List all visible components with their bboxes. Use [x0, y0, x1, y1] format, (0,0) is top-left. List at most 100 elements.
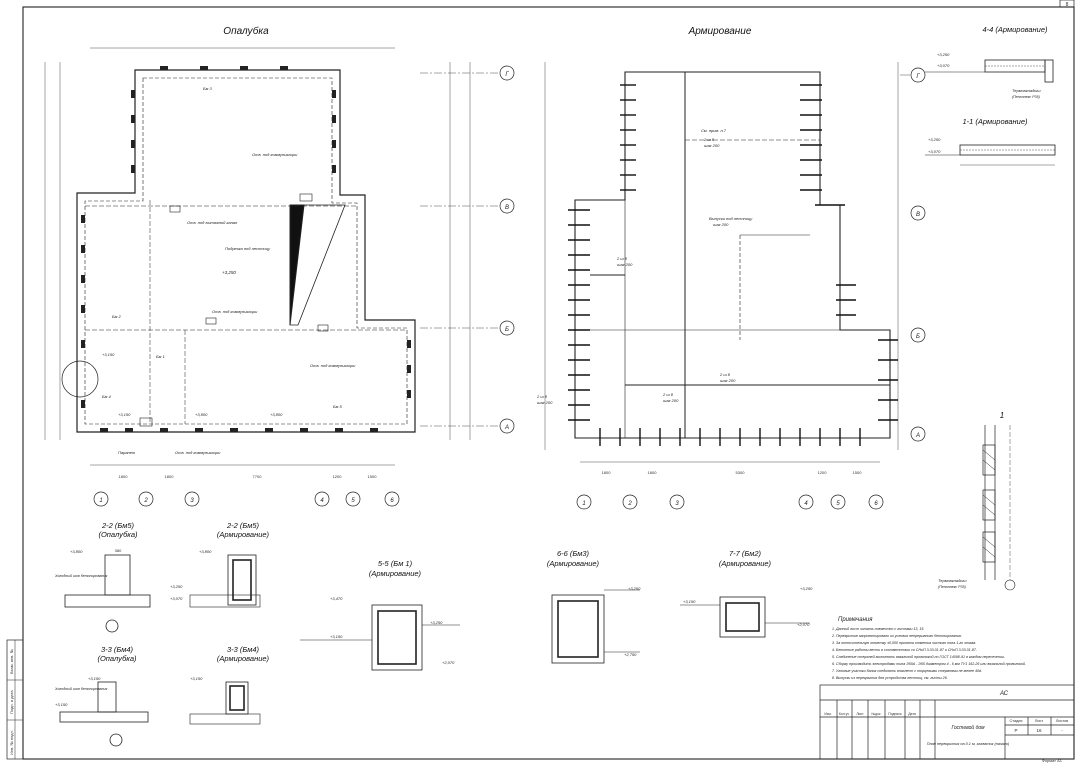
s33f-lvl-1: +3,150 [88, 676, 101, 681]
s77-title-1: 7-7 (Бм2) [729, 549, 762, 558]
note-2: 2. Перекрытие запроектировано из условия… [831, 634, 962, 638]
note-4: 4. Бетонные работы вести в соответствии … [832, 648, 977, 652]
node1-thermal: Термовкладыш [938, 578, 967, 583]
fw-axis-col-2: 2 [143, 498, 148, 504]
s22f-dim: 380 [115, 548, 122, 553]
rf-axis-col-5: 5 [836, 501, 840, 507]
label-hole-2: Отв. под коммуникации [212, 309, 258, 314]
s22r-title-2: (Армирование) [217, 530, 270, 539]
fw-axis-col-4: 4 [320, 498, 324, 504]
tb-col-1: Кол.уч [839, 712, 849, 716]
s33r-title-2: (Армирование) [217, 654, 270, 663]
s66-title-2: (Армирование) [547, 559, 600, 568]
label-hole-3: Отв. под коммуникации [310, 363, 356, 368]
tb-project: Гостевой дом [951, 724, 985, 731]
fw-dim-3: 7700 [253, 474, 263, 479]
s33f-title-2: (Опалубка) [97, 654, 137, 663]
formwork-beam-marks [81, 66, 411, 432]
tb-sheets: - [1061, 728, 1063, 733]
tb-sheet-name: План перекрытия на 0.1 м, захваток (нача… [927, 742, 1010, 746]
node-1-hatch [982, 449, 996, 558]
note-3: 3. За относительную отметку ±0,000 приня… [832, 641, 976, 645]
label-level-main: +3,250 [222, 270, 236, 275]
stamp-replace: Взам. инв. № [9, 649, 14, 674]
s66-lvl-1: +3,250 [628, 586, 641, 591]
fw-axis-col-6: 6 [390, 498, 394, 504]
note-6: 6. Сборку производить электродами типа Э… [832, 662, 1026, 666]
s44-lvl-2: +3,070 [937, 63, 950, 68]
rf-dim-4: 1200 [818, 470, 828, 475]
sheet-frame [22, 6, 1075, 760]
s44-thermal: Термовкладыш [1012, 88, 1041, 93]
formwork-row-axes [420, 65, 515, 434]
label-bm2: Бм 2 [112, 314, 121, 319]
s33f-title-1: 3-3 (Бм4) [101, 645, 134, 654]
rf-dim-3: 5300 [736, 470, 746, 475]
reinf-label-rebar-3: 2 ш 8 [662, 392, 674, 397]
s77-lvl-2: +3,150 [683, 599, 696, 604]
s55-lvl-4: +2,070 [442, 660, 455, 665]
tb-col-4: Подпись [888, 712, 902, 716]
label-bm1: Бм 1 [156, 354, 165, 359]
tb-sheet: 16 [1036, 728, 1042, 733]
reinf-label-rebar-2: 2 ш 8 [616, 256, 628, 261]
s11-lvl-2: +3,070 [928, 149, 941, 154]
s77-title-2: (Армирование) [719, 559, 772, 568]
section-22-formwork [64, 554, 151, 633]
tb-col-2: Лист [856, 712, 864, 716]
tb-col-5: Дата [908, 712, 916, 716]
fw-axis-row-3: Б [505, 327, 509, 333]
label-level-a: +3,150 [102, 352, 115, 357]
fw-dim-2: 1800 [165, 474, 175, 479]
rf-axis-col-6: 6 [874, 501, 878, 507]
s22f-title-2: (Опалубка) [98, 530, 138, 539]
fw-axis-col-1: 1 [99, 498, 102, 504]
left-stamp: Инв. № подл. Подп. и дата Взам. инв. № [6, 639, 24, 760]
reinf-label-mesh: См. прим. п.7 [701, 128, 727, 133]
label-parapet: Парапет [118, 450, 136, 455]
label-level-b2: +3,800 [270, 412, 283, 417]
reinf-label-rebar-4: 2 ш 8 [719, 372, 731, 377]
rf-axis-col-2: 2 [627, 501, 632, 507]
fw-dim-4: 1200 [333, 474, 343, 479]
note-8: 8. Выпуски из перекрытия для устройства … [832, 676, 948, 680]
reinf-row-axes [900, 67, 926, 442]
rf-dim-2: 1800 [648, 470, 658, 475]
note-1: 1. Данный лист читать совместно с листам… [832, 627, 924, 631]
stamp-sign: Подп. и дата [9, 690, 14, 714]
s11-lvl-1: +3,250 [928, 137, 941, 142]
label-bm5: Бм 5 [333, 404, 342, 409]
tb-format: Формат А1 [1042, 758, 1063, 763]
fw-axis-row-2: В [505, 205, 509, 211]
tb-sheets-header: Листов [1056, 719, 1068, 723]
label-level-b: +3,800 [195, 412, 208, 417]
section-11-title: 1-1 (Армирование) [962, 117, 1028, 126]
s66-title-1: 6-6 (Бм3) [557, 549, 590, 558]
s22f-title-1: 2-2 (Бм5) [101, 521, 135, 530]
section-44-title: 4-4 (Армирование) [982, 25, 1048, 34]
s22r-lvl-2: +3,250 [170, 584, 183, 589]
label-level-a2: +3,150 [118, 412, 131, 417]
label-bm3: Бм 3 [203, 86, 212, 91]
rf-axis-row-4: А [915, 433, 920, 439]
section-66 [551, 589, 640, 664]
tb-stage: Р [1014, 728, 1017, 733]
rf-axis-row-1: Г [916, 74, 920, 80]
s22r-title-1: 2-2 (Бм5) [226, 521, 260, 530]
s55-title-2: (Армирование) [369, 569, 422, 578]
reinf-label-rebar-1: 2 ш 8 [703, 137, 715, 142]
s22f-seam: Холодный шов бетонирования [54, 574, 107, 578]
reinf-label-rebar-5: 2 ш 8 [536, 394, 548, 399]
fw-axis-col-3: 3 [190, 498, 194, 504]
s55-lvl-3: +3,150 [330, 634, 343, 639]
fw-dim-1: 1800 [119, 474, 129, 479]
reinforcement-title: Армирование [688, 26, 752, 37]
s77-lvl-1: +3,250 [800, 586, 813, 591]
s22r-lvl-3: +3,070 [170, 596, 183, 601]
label-hole-4: Отв. под коммуникации [175, 450, 221, 455]
sheet-number: 8 [1066, 2, 1069, 8]
notes-title: Примечания [838, 617, 873, 623]
reinforcement-stirrups [568, 84, 898, 446]
